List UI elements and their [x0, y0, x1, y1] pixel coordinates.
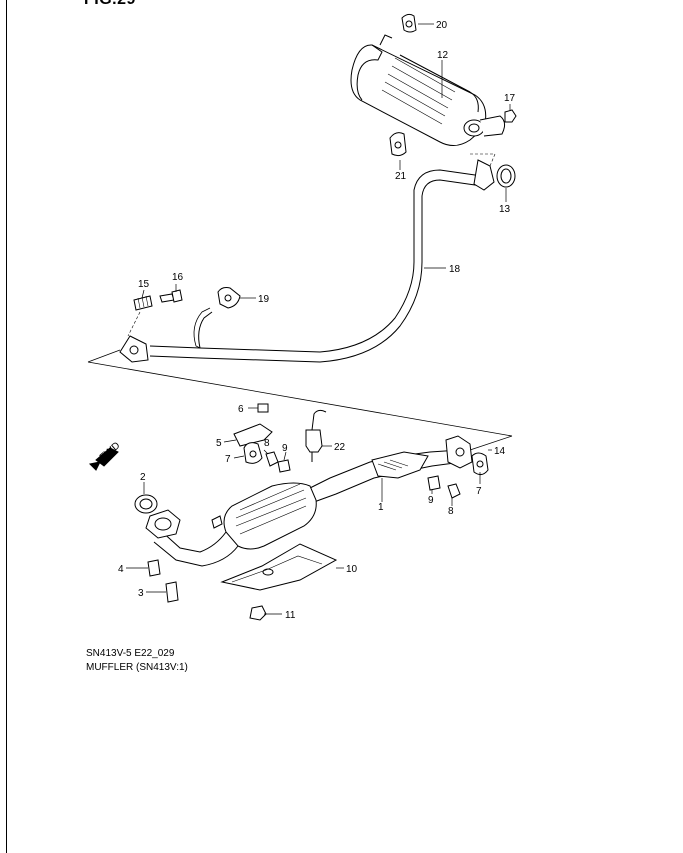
- callout-20: 20: [436, 20, 448, 31]
- fwd-arrow-icon: [88, 447, 119, 471]
- callout-18: 18: [449, 264, 461, 275]
- nut-17[interactable]: [504, 109, 517, 123]
- bracket-5[interactable]: [233, 423, 273, 447]
- callout-12: 12: [437, 50, 449, 61]
- hanger-19[interactable]: [217, 287, 241, 309]
- bolt-16[interactable]: [159, 289, 183, 303]
- callout-11: 11: [285, 610, 296, 621]
- callout-13: 13: [499, 204, 511, 215]
- leader-lines: [126, 23, 511, 615]
- callout-3: 3: [138, 588, 144, 599]
- rear-muffler[interactable]: [350, 34, 506, 146]
- callout-8b: 8: [448, 506, 454, 517]
- callout-10: 10: [346, 564, 358, 575]
- callout-7a: 7: [225, 454, 231, 465]
- oxygen-sensor-22[interactable]: [305, 409, 327, 462]
- hanger-21[interactable]: [389, 132, 407, 157]
- callout-5: 5: [216, 438, 222, 449]
- gasket-2[interactable]: [134, 494, 158, 514]
- callout-15: 15: [138, 279, 150, 290]
- callout-9b: 9: [428, 495, 434, 506]
- callout-8a: 8: [264, 438, 270, 449]
- callout-16: 16: [172, 272, 184, 283]
- hanger-7-right[interactable]: [471, 452, 489, 476]
- callout-22: 22: [334, 442, 346, 453]
- stud-4[interactable]: [147, 559, 161, 577]
- pin-8-right[interactable]: [447, 483, 461, 499]
- page-border: [6, 0, 7, 853]
- bolt-3[interactable]: [165, 581, 179, 603]
- callout-21: 21: [395, 171, 407, 182]
- callout-17: 17: [504, 93, 516, 104]
- callout-4: 4: [118, 564, 124, 575]
- figure-title: FIG.29: [84, 0, 136, 9]
- bolt-9-right[interactable]: [427, 475, 441, 491]
- callout-1: 1: [378, 502, 384, 513]
- callout-7b: 7: [476, 486, 482, 497]
- gasket-13[interactable]: [496, 164, 516, 188]
- callout-9a: 9: [282, 443, 288, 454]
- spring-15[interactable]: [133, 295, 153, 311]
- callout-6: 6: [238, 404, 244, 415]
- callout-14: 14: [494, 446, 506, 457]
- callout-19: 19: [258, 294, 270, 305]
- bolt-6[interactable]: [257, 403, 269, 413]
- heat-shield-10[interactable]: [220, 543, 338, 591]
- hanger-20[interactable]: [401, 13, 417, 33]
- nut-11[interactable]: [249, 605, 267, 621]
- diagram-code-caption: SN413V-5 E22_029: [86, 648, 175, 659]
- bolt-9-left[interactable]: [277, 459, 291, 473]
- front-pipe-catalytic-1[interactable]: [145, 435, 473, 567]
- hanger-7-left[interactable]: [243, 442, 263, 464]
- diagram-name-caption: MUFFLER (SN413V:1): [86, 662, 188, 673]
- center-pipe-18[interactable]: [119, 159, 495, 363]
- callout-2: 2: [140, 472, 146, 483]
